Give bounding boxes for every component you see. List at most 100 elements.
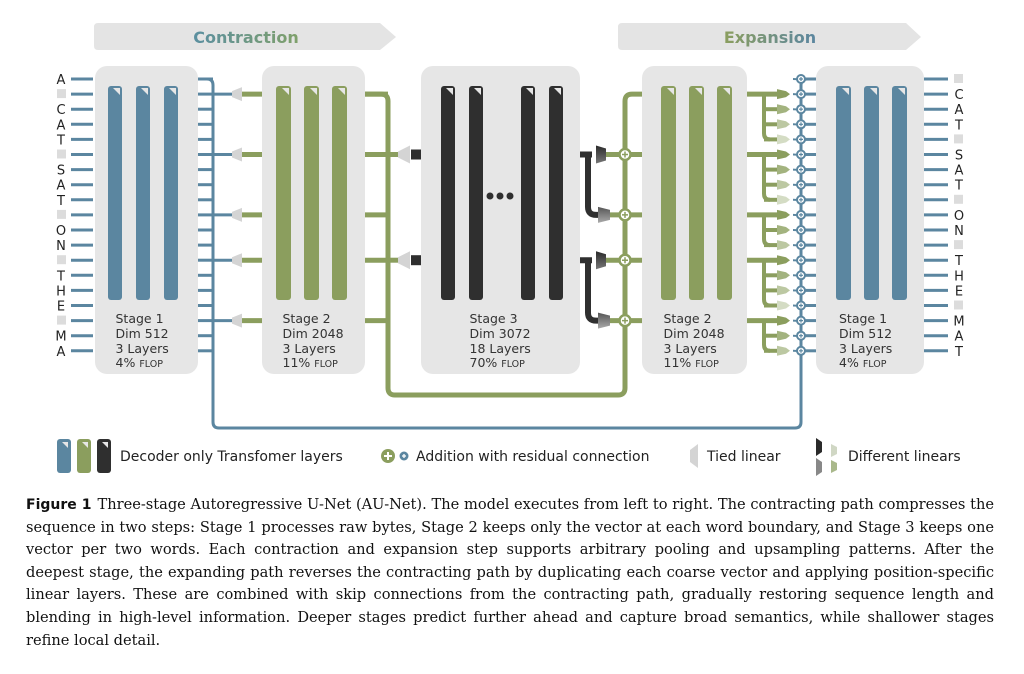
output-token: O xyxy=(954,209,964,224)
layer-corner-marker xyxy=(695,88,702,95)
stage-dim: Dim 512 xyxy=(116,326,169,341)
output-token: N xyxy=(954,224,964,239)
stage-flop: 70% FLOP xyxy=(470,355,526,370)
different-linear-icon xyxy=(598,312,610,329)
stage-layers: 3 Layers xyxy=(839,341,892,356)
stage-flop: 11% FLOP xyxy=(664,355,720,370)
transformer-layer xyxy=(469,86,483,300)
ellipsis-dot xyxy=(486,192,494,200)
expansion-header: Expansion xyxy=(618,23,921,50)
transformer-layer xyxy=(717,86,732,300)
upsample-branch xyxy=(580,257,600,324)
separator-token xyxy=(57,89,66,99)
separator-token xyxy=(57,255,66,265)
separator-token xyxy=(57,209,66,219)
caption-label: Figure 1 xyxy=(26,497,92,513)
separator-token xyxy=(954,300,963,310)
separator-token xyxy=(954,240,963,250)
tied-linear-icon xyxy=(232,147,242,162)
stage-dim: Dim 2048 xyxy=(664,326,725,341)
different-linear-icon xyxy=(777,255,790,266)
stage-flop: 4% FLOP xyxy=(116,355,164,370)
transformer-layer xyxy=(892,86,907,300)
different-linear-icon xyxy=(777,149,790,160)
layer-corner-marker xyxy=(870,88,877,95)
layer-corner-marker xyxy=(446,88,453,95)
addition-node-icon xyxy=(796,194,806,205)
addition-node-icon xyxy=(796,270,806,281)
different-linear-icon xyxy=(596,251,606,270)
transformer-layer xyxy=(108,86,122,300)
layer-corner-marker xyxy=(842,88,849,95)
tied-linear-icon xyxy=(398,145,410,164)
legend-addition-icon xyxy=(381,449,409,463)
output-token: A xyxy=(955,164,964,179)
output-token: E xyxy=(955,284,963,299)
input-token: T xyxy=(56,194,65,209)
layer-corner-marker xyxy=(282,88,289,95)
different-linear-icon xyxy=(777,164,790,175)
different-linear-icon xyxy=(777,330,790,341)
different-linear-icon xyxy=(598,206,610,223)
different-linear-icon xyxy=(777,225,790,235)
legend: Decoder only Transfomer layers Addition … xyxy=(57,438,961,476)
input-token: C xyxy=(56,103,65,118)
output-token: S xyxy=(955,149,963,164)
tied-linear-icon xyxy=(232,207,242,222)
layer-corner-marker xyxy=(526,88,533,95)
stage-dim: Dim 3072 xyxy=(470,326,531,341)
output-token: T xyxy=(954,254,963,269)
separator-token xyxy=(954,74,963,83)
addition-node-icon xyxy=(618,208,632,222)
upsample-branch xyxy=(580,151,600,218)
separator-token xyxy=(57,315,66,325)
addition-node-icon xyxy=(618,147,632,162)
stage-name: Stage 3 xyxy=(470,311,518,326)
different-linear-icon xyxy=(777,315,790,326)
addition-node-icon xyxy=(618,253,632,267)
output-token: T xyxy=(954,179,963,194)
stage-flop: 11% FLOP xyxy=(283,355,339,370)
addition-node-icon xyxy=(796,255,806,266)
output-token: C xyxy=(954,88,963,103)
ellipsis-dot xyxy=(506,192,514,200)
different-linear-icon xyxy=(777,104,790,115)
legend-different-linears-icon xyxy=(816,438,837,476)
layer-corner-marker xyxy=(141,88,148,95)
layer-corner-marker xyxy=(667,88,674,95)
stage-dim: Dim 512 xyxy=(839,326,892,341)
transformer-layer xyxy=(276,86,291,300)
legend-different-linears-label: Different linears xyxy=(848,449,961,465)
fanout-trunk xyxy=(762,260,771,308)
layer-corner-marker xyxy=(474,88,481,95)
fanout-trunk xyxy=(762,94,771,142)
transformer-layer xyxy=(836,86,851,300)
stage-layers: 18 Layers xyxy=(470,341,531,356)
stage3-input-block xyxy=(411,255,421,266)
transformer-layer xyxy=(164,86,178,300)
caption-text: Three-stage Autoregressive U-Net (AU-Net… xyxy=(26,496,994,649)
layer-corner-marker xyxy=(310,88,317,95)
transformer-layer xyxy=(304,86,319,300)
legend-addition-label: Addition with residual connection xyxy=(416,449,649,465)
layer-corner-marker xyxy=(169,88,176,95)
input-token: E xyxy=(57,300,65,315)
different-linear-icon xyxy=(777,345,790,356)
legend-tied-linear-icon xyxy=(690,444,698,468)
panel-bg xyxy=(421,66,580,374)
legend-tied-linear-label: Tied linear xyxy=(706,449,781,465)
transformer-layer xyxy=(441,86,455,300)
addition-node-icon xyxy=(796,74,806,84)
separator-token xyxy=(57,149,66,159)
different-linear-icon xyxy=(777,89,790,100)
addition-node-icon xyxy=(796,330,806,341)
input-token: S xyxy=(57,164,65,179)
addition-node-icon xyxy=(796,315,806,326)
tied-linear-icon xyxy=(232,313,242,328)
